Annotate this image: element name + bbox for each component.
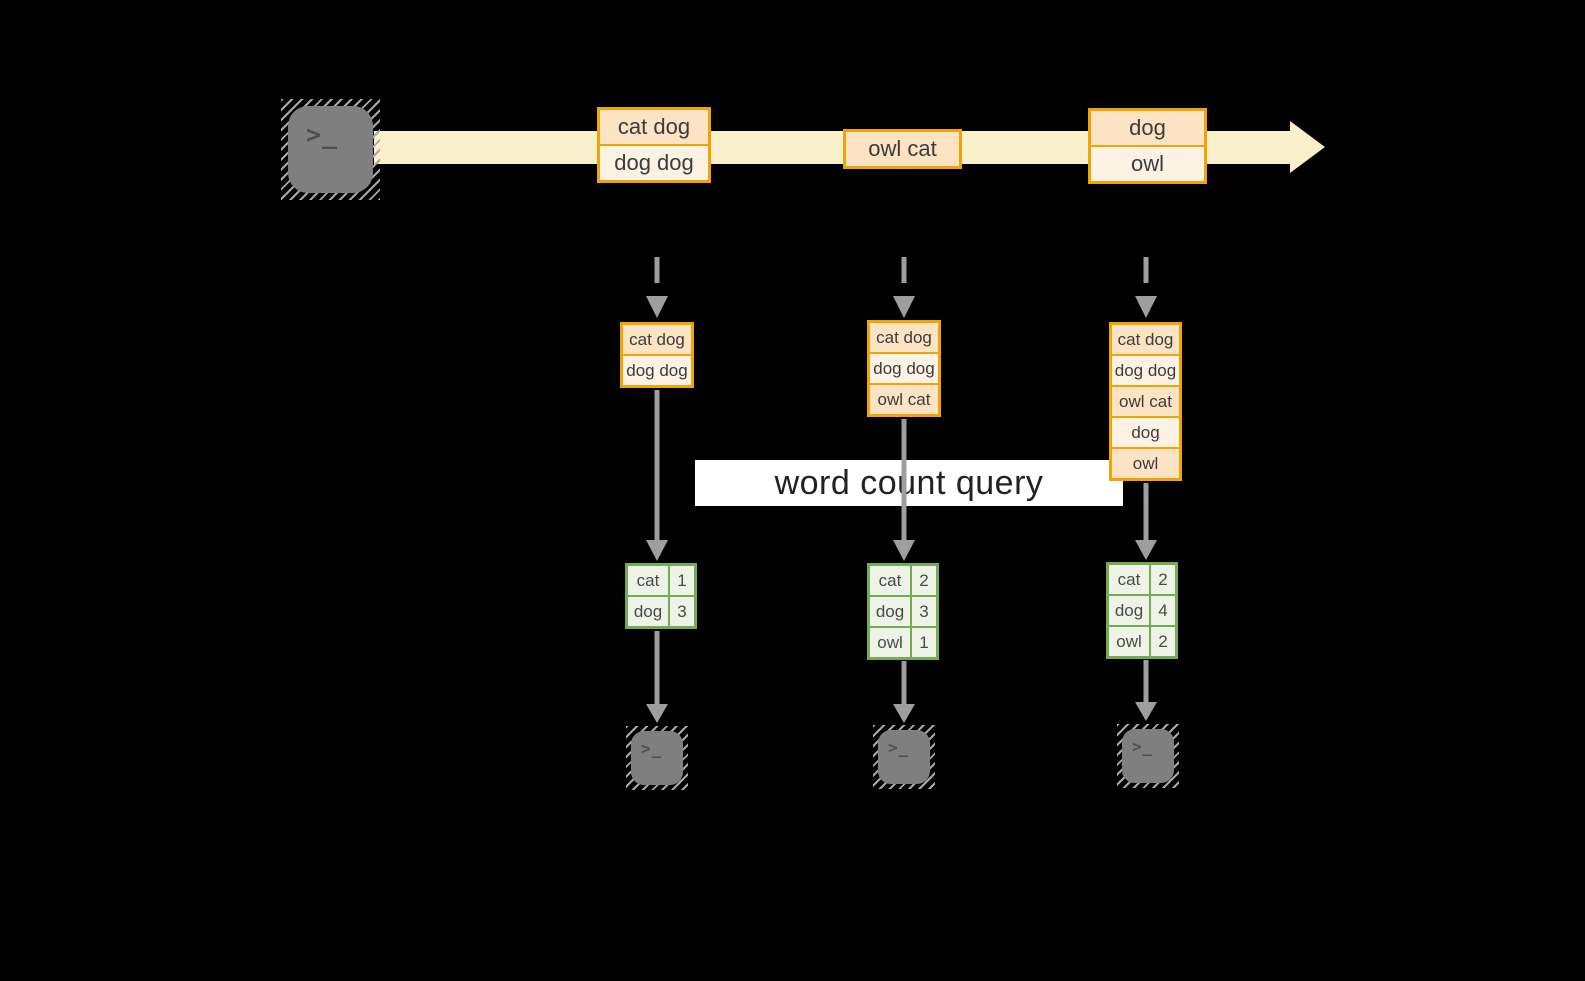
terminal-prompt-glyph: >_ <box>641 739 663 758</box>
stream-event-box: cat dog dog dog <box>597 107 711 183</box>
event-row: cat dog <box>600 110 708 144</box>
word-cell: cat <box>1109 565 1149 594</box>
source-terminal-icon: >_ <box>281 99 380 200</box>
window-row: dog dog <box>1112 356 1179 385</box>
event-row: owl <box>1091 147 1204 181</box>
terminal-screen: >_ <box>1122 729 1174 783</box>
word-cell: owl <box>1109 627 1149 656</box>
window-row: owl cat <box>1112 387 1179 416</box>
result-table: cat 1 dog 3 <box>625 563 697 629</box>
query-banner: word count query <box>695 460 1123 506</box>
window-buffer-box: cat dog dog dog <box>620 322 694 388</box>
window-buffer-box: cat dog dog dog owl cat <box>867 320 941 417</box>
terminal-screen: >_ <box>288 106 373 193</box>
window-row: owl cat <box>870 385 938 414</box>
terminal-prompt-glyph: >_ <box>1132 737 1154 756</box>
window-row: dog dog <box>870 354 938 383</box>
query-banner-label: word count query <box>774 463 1044 502</box>
terminal-prompt-glyph: >_ <box>888 738 910 757</box>
window-buffer-box: cat dog dog dog owl cat dog owl <box>1109 322 1182 481</box>
word-cell: cat <box>628 566 668 595</box>
result-table: cat 2 dog 4 owl 2 <box>1106 562 1178 659</box>
count-cell: 2 <box>1151 627 1175 656</box>
window-row: cat dog <box>1112 325 1179 354</box>
count-cell: 1 <box>912 628 936 657</box>
word-cell: cat <box>870 566 910 595</box>
count-cell: 2 <box>912 566 936 595</box>
terminal-prompt-glyph: >_ <box>306 120 339 149</box>
terminal-screen: >_ <box>631 731 683 785</box>
word-cell: owl <box>870 628 910 657</box>
sink-terminal-icon: >_ <box>626 726 688 790</box>
event-row: owl cat <box>846 132 959 166</box>
stream-event-box: owl cat <box>843 129 962 169</box>
terminal-screen: >_ <box>878 730 930 784</box>
count-cell: 3 <box>670 597 694 626</box>
count-cell: 2 <box>1151 565 1175 594</box>
event-row: dog <box>1091 111 1204 145</box>
window-row: dog <box>1112 418 1179 447</box>
window-row: dog dog <box>623 356 691 385</box>
count-cell: 3 <box>912 597 936 626</box>
window-row: owl <box>1112 449 1179 478</box>
window-row: cat dog <box>623 325 691 354</box>
count-cell: 4 <box>1151 596 1175 625</box>
word-cell: dog <box>1109 596 1149 625</box>
word-cell: dog <box>870 597 910 626</box>
count-cell: 1 <box>670 566 694 595</box>
sink-terminal-icon: >_ <box>873 725 935 789</box>
dashed-trigger-arrows <box>646 257 1157 318</box>
word-cell: dog <box>628 597 668 626</box>
window-row: cat dog <box>870 323 938 352</box>
stream-event-box: dog owl <box>1088 108 1207 184</box>
result-table: cat 2 dog 3 owl 1 <box>867 563 939 660</box>
sink-terminal-icon: >_ <box>1117 724 1179 788</box>
event-row: dog dog <box>600 146 708 180</box>
